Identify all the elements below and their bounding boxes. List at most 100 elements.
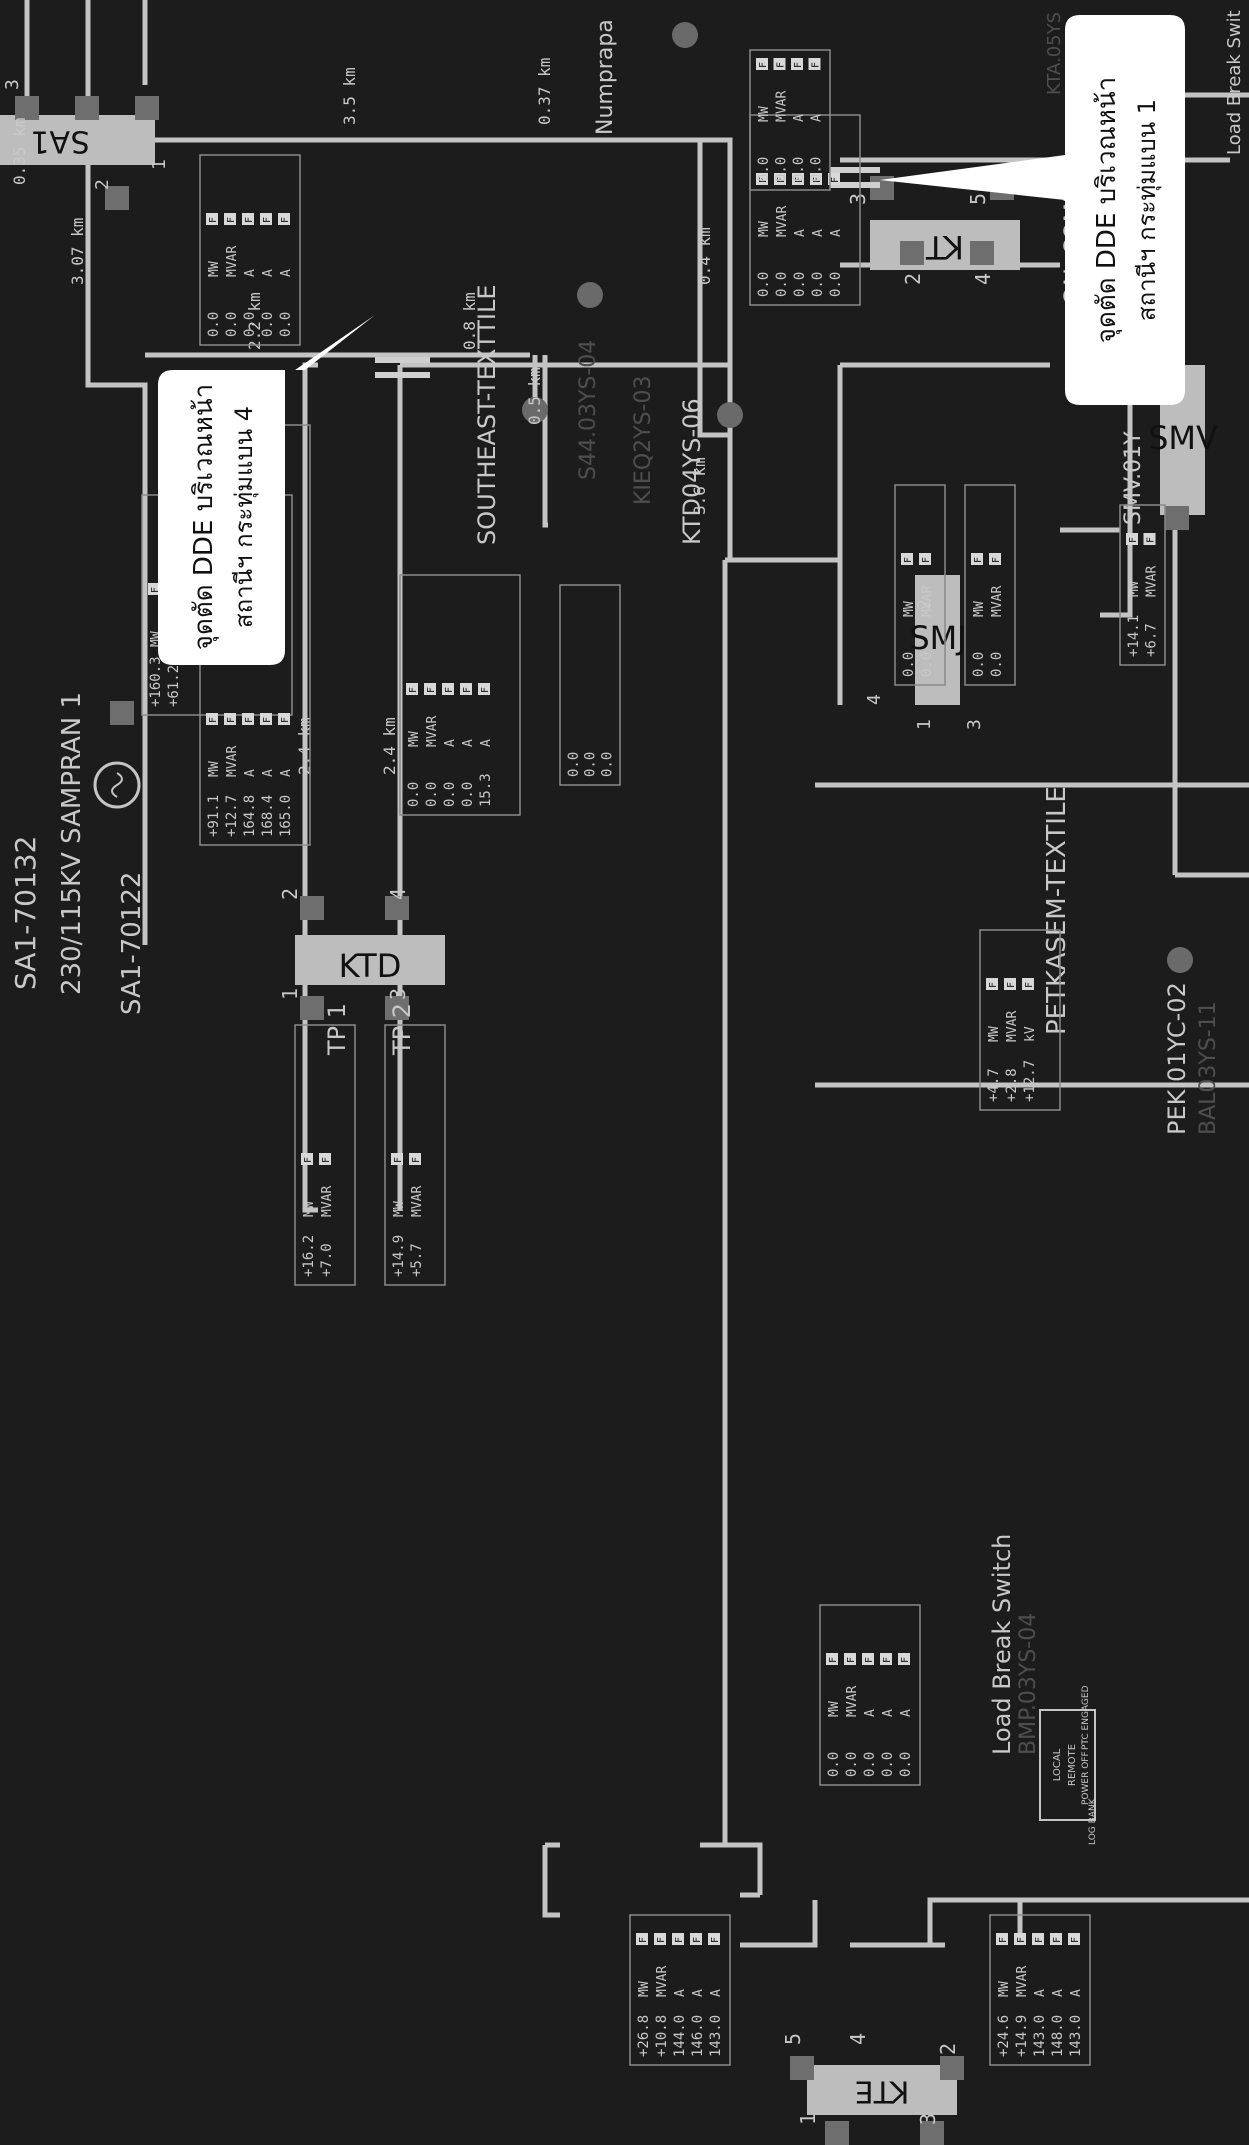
lbs-control-box[interactable]: LOCAL REMOTE POWER OFF LOG BANK PTC ENGA… [1039,1685,1098,1845]
flag-icon [1004,978,1016,990]
line-to-ktd-bay2 [302,362,318,1213]
panel-value: 0.0 [442,782,458,807]
flag-icon [148,583,160,595]
flag-icon [844,1653,856,1665]
panel-unit: MW [757,106,772,122]
breaker-kte-3[interactable] [920,2121,944,2145]
dist-36: 3.6 km [690,457,709,515]
disconnect-kieq[interactable] [717,402,743,428]
flag-icon [260,713,272,725]
panel-value: 0.0 [583,752,599,777]
pek01-label: PEK.01YC-02 [1163,982,1191,1135]
breaker-sa-2[interactable] [105,186,129,210]
callout-1-line1: จุดตัด DDE บริเวณหน้า [189,384,219,650]
ctrl-remote: REMOTE [1067,1744,1078,1786]
flag-letter: F [900,1657,911,1663]
panel-unit: kV [1023,1026,1038,1042]
breaker-ktd-4[interactable] [385,896,409,920]
breaker-sa-1[interactable] [135,96,159,120]
breaker-ktd-2[interactable] [300,896,324,920]
breaker-smv[interactable] [1165,506,1189,530]
disconnect-pek[interactable] [1167,947,1193,973]
flag-icon [996,1933,1008,1945]
panel-unit: MVAR [225,246,240,277]
panel-unit: A [461,739,476,747]
flag-icon [409,1153,421,1165]
station-sampran[interactable]: SA1 [0,115,155,165]
station-kte[interactable]: KTE [807,2065,957,2115]
panel-value: 0.0 [828,272,844,297]
panel-value: 0.0 [774,157,790,182]
panel-value: 0.0 [774,272,790,297]
ktd04-label: KTD04YS-06 [678,398,706,545]
ktd-bay-4: 4 [386,888,410,900]
dde-cut-point-1[interactable] [375,357,430,378]
flag-icon [224,713,236,725]
panel-unit: A [881,1709,896,1717]
dist-24a: 2.4 km [295,717,314,775]
panel-frame [989,1914,1091,2066]
breaker-sa-3[interactable] [15,96,39,120]
breaker-sa-feed[interactable] [110,701,134,725]
flag-letter: F [1016,1937,1027,1943]
disconnect-southeast[interactable] [577,282,603,308]
flag-icon [756,173,768,185]
kte-bay-1: 1 [796,2113,820,2125]
sa1-70132-label: SA1-70132 [9,836,42,990]
panel-value: +61.2 [166,665,182,707]
panel-frame [979,929,1061,1111]
kte-bay-3: 3 [916,2113,940,2125]
station-kt[interactable]: KT [870,220,1020,270]
flag-letter: F [226,717,237,723]
ctrl-power-off: POWER OFF [1081,1751,1091,1805]
ktd-bay-3: 3 [386,988,410,1000]
flag-letter: F [811,62,822,68]
flag-letter: F [638,1937,649,1943]
kieq-label: KIEQ2YS-03 [631,376,656,505]
panel-unit: A [691,1989,706,1997]
station-smj[interactable]: SMJ [909,575,967,705]
panel-frame [199,154,301,346]
disconnect-numprapa[interactable] [672,22,698,48]
flag-letter: F [1128,537,1139,543]
panel-value: 143.0 [708,2015,724,2057]
breaker-ktd-1[interactable] [300,996,324,1020]
panel-frame [749,49,831,191]
breaker-kte-1[interactable] [825,2121,849,2145]
breaker-ktd-3[interactable] [385,996,409,1020]
flag-icon [792,173,804,185]
flag-letter: F [864,1657,875,1663]
flag-icon [242,213,254,225]
flag-icon [1022,978,1034,990]
flag-icon [773,58,786,70]
numprapa-label: Numprapa [593,19,618,135]
panel-frame [399,574,521,816]
station-ktd[interactable]: KTD [295,935,445,985]
breaker-kt-2[interactable] [900,241,924,265]
panel-value: 0.0 [566,752,582,777]
smj-bay-4: 4 [864,694,885,705]
breaker-kte-5[interactable] [790,2056,814,2080]
flag-letter: F [480,687,491,693]
panel-value: 0.0 [826,1752,842,1777]
flag-letter: F [710,1937,721,1943]
panel-unit: A [810,114,825,122]
flag-letter: F [988,982,999,988]
panel-value: +14.1 [1126,615,1142,657]
breaker-sa-a[interactable] [75,96,99,120]
panel-value: 0.0 [242,312,258,337]
disconnect-s44[interactable] [522,397,548,423]
flag-icon [319,1153,331,1165]
flag-letter: F [692,1937,703,1943]
breaker-kte-2[interactable] [940,2056,964,2080]
panel-value: +12.7 [224,795,240,837]
breaker-kt-4[interactable] [970,241,994,265]
flag-icon [971,553,983,565]
